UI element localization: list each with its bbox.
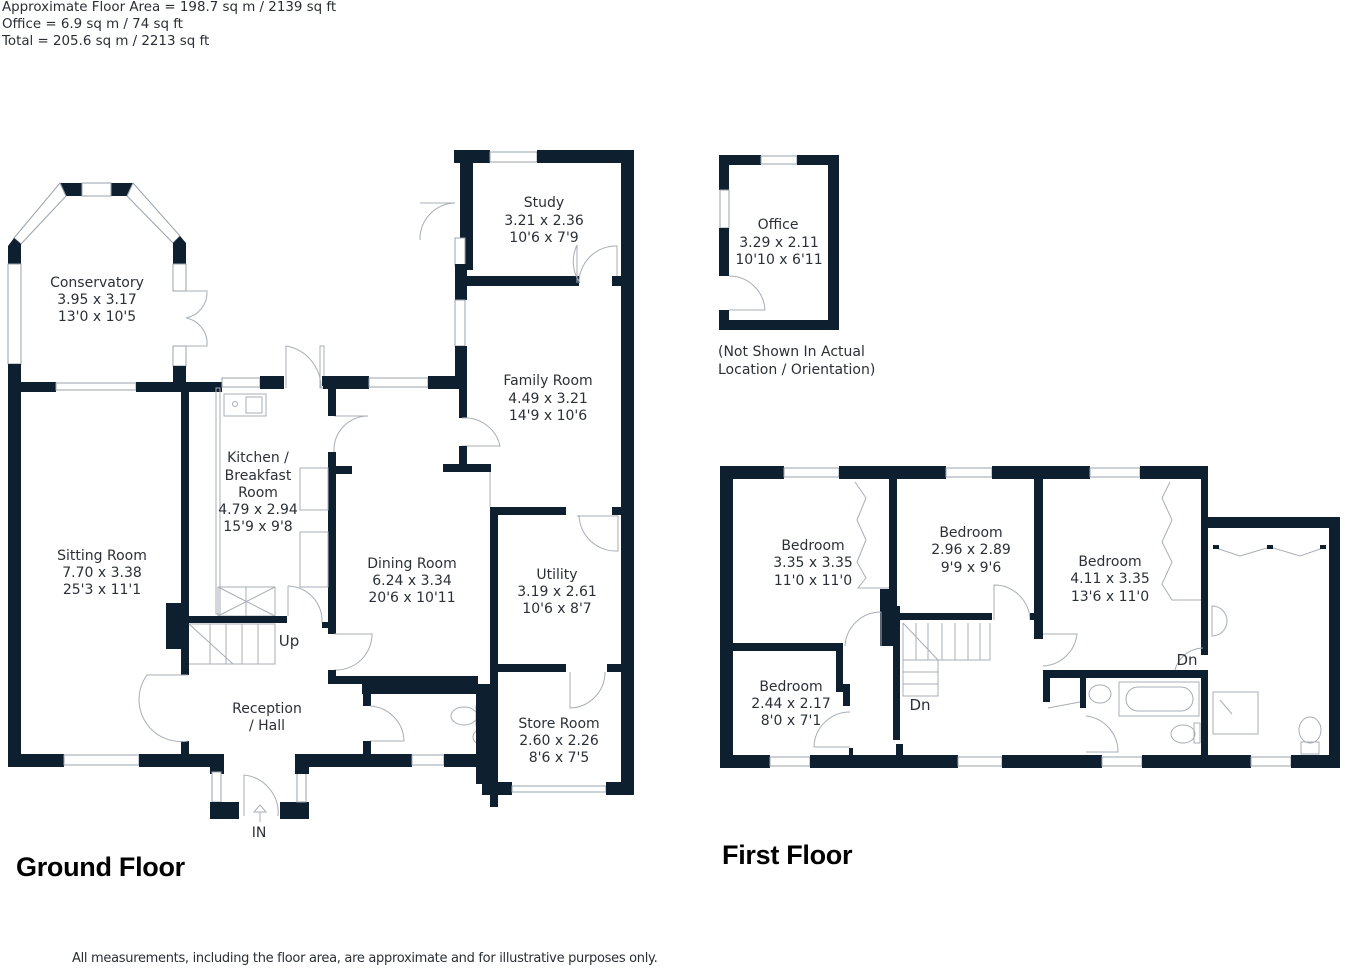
- kitchen-imperial: 15'9 x 9'8: [223, 519, 292, 535]
- dining-room-metric: 6.24 x 3.34: [372, 573, 452, 589]
- stairs-up-label: Up: [279, 632, 300, 650]
- ground-floor-title: Ground Floor: [16, 852, 185, 882]
- office-location-note: (Not Shown In Actual Location / Orientat…: [718, 343, 875, 379]
- first-floor-title: First Floor: [722, 840, 853, 870]
- office-plan: [719, 155, 839, 330]
- office-note-line2: Location / Orientation): [718, 362, 876, 378]
- ground-floor-plan: [7, 150, 634, 822]
- conservatory-walls: [7, 182, 208, 394]
- family-room-label: Family Room: [503, 373, 592, 389]
- store-room-metric: 2.60 x 2.26: [519, 733, 599, 749]
- bedroom-3-imperial: 13'6 x 11'0: [1071, 589, 1149, 605]
- study-imperial: 10'6 x 7'9: [509, 230, 578, 246]
- conservatory-label: Conservatory: [50, 275, 144, 291]
- kitchen-label-line1: Kitchen /: [227, 450, 289, 466]
- dining-room-imperial: 20'6 x 10'11: [368, 590, 455, 606]
- bedroom-4-imperial: 8'0 x 7'1: [761, 713, 822, 729]
- bedroom-4-metric: 2.44 x 2.17: [751, 696, 831, 712]
- utility-metric: 3.19 x 2.61: [517, 584, 597, 600]
- bedroom-1-label: Bedroom: [781, 538, 844, 554]
- study-metric: 3.21 x 2.36: [504, 213, 584, 229]
- total-area: Total = 205.6 sq m / 2213 sq ft: [2, 34, 210, 49]
- office-label: Office: [758, 217, 799, 233]
- kitchen-metric: 4.79 x 2.94: [218, 502, 298, 518]
- sitting-room-metric: 7.70 x 3.38: [62, 565, 142, 581]
- utility-imperial: 10'6 x 8'7: [522, 601, 591, 617]
- family-room-metric: 4.49 x 3.21: [508, 391, 588, 407]
- office-note-line1: (Not Shown In Actual: [718, 344, 865, 360]
- family-room-imperial: 14'9 x 10'6: [509, 408, 587, 424]
- utility-label: Utility: [536, 567, 577, 583]
- approx-floor-area: Approximate Floor Area = 198.7 sq m / 21…: [2, 0, 337, 15]
- bedroom-3-label: Bedroom: [1078, 554, 1141, 570]
- conservatory-metric: 3.95 x 3.17: [57, 292, 137, 308]
- bedroom-1-metric: 3.35 x 3.35: [773, 555, 853, 571]
- room-labels: Conservatory 3.95 x 3.17 13'0 x 10'5 Sit…: [50, 195, 1197, 841]
- office-metric: 3.29 x 2.11: [739, 235, 819, 251]
- bedroom-4-label: Bedroom: [759, 679, 822, 695]
- disclaimer: All measurements, including the floor ar…: [72, 951, 658, 966]
- store-room-label: Store Room: [518, 716, 599, 732]
- first-floor-plan: [720, 466, 1340, 768]
- sitting-room-imperial: 25'3 x 11'1: [63, 582, 141, 598]
- study-label: Study: [524, 195, 564, 211]
- dining-room-label: Dining Room: [367, 556, 457, 572]
- kitchen-label-line3: Room: [238, 485, 278, 501]
- office-area: Office = 6.9 sq m / 74 sq ft: [2, 17, 183, 32]
- kitchen-label-line2: Breakfast: [225, 468, 292, 484]
- stairs-down-label: Dn: [909, 696, 930, 714]
- bedroom-1-imperial: 11'0 x 11'0: [774, 573, 852, 589]
- store-room-imperial: 8'6 x 7'5: [529, 750, 590, 766]
- bedroom-2-metric: 2.96 x 2.89: [931, 542, 1011, 558]
- loft-stairs-down-label: Dn: [1176, 651, 1197, 669]
- reception-label-line1: Reception: [232, 701, 302, 717]
- sitting-room-label: Sitting Room: [57, 548, 147, 564]
- entrance-label: IN: [252, 825, 267, 841]
- floor-area-summary: Approximate Floor Area = 198.7 sq m / 21…: [2, 0, 336, 50]
- bedroom-2-imperial: 9'9 x 9'6: [941, 560, 1002, 576]
- bedroom-3-metric: 4.11 x 3.35: [1070, 571, 1150, 587]
- reception-label-line2: / Hall: [249, 718, 285, 734]
- bedroom-2-label: Bedroom: [939, 525, 1002, 541]
- conservatory-imperial: 13'0 x 10'5: [58, 309, 136, 325]
- office-imperial: 10'10 x 6'11: [735, 252, 822, 268]
